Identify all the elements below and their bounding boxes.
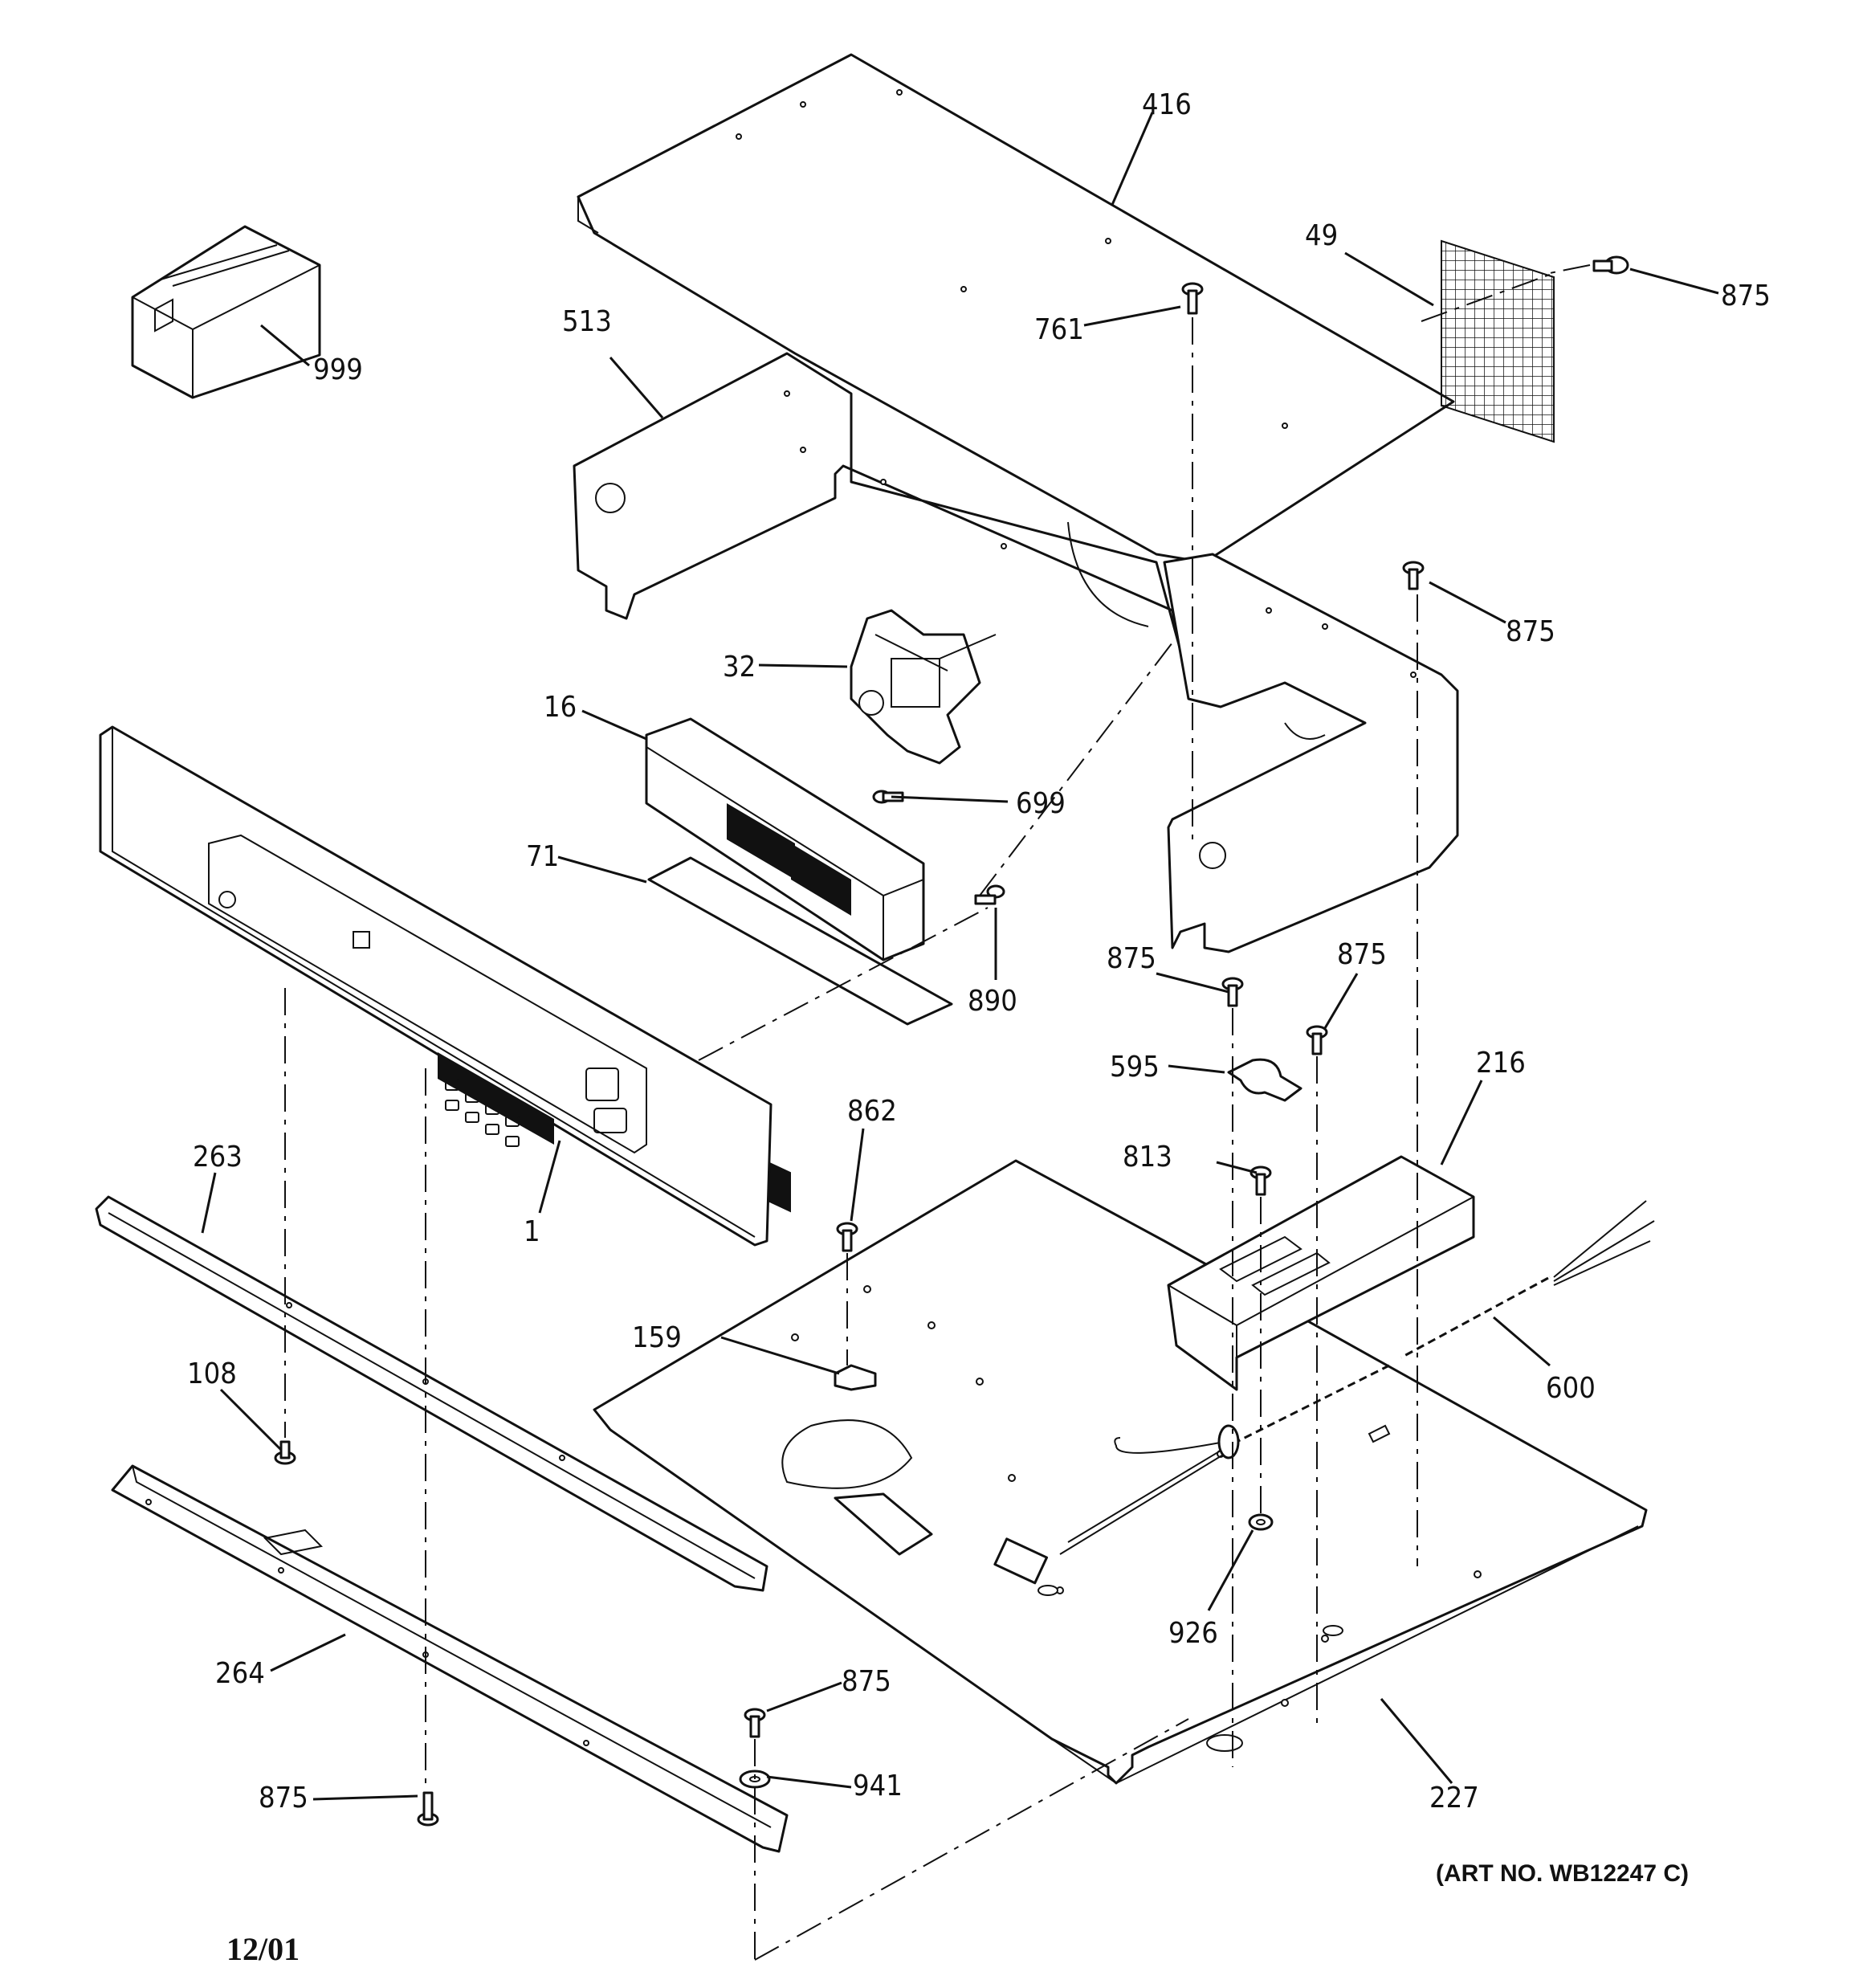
- callout-49: 49: [1305, 219, 1338, 252]
- part-264-lower-trim: [111, 1464, 789, 1853]
- screw-icon: [1402, 561, 1425, 590]
- callout-16: 16: [544, 691, 577, 724]
- callout-875-bottom-left: 875: [259, 1782, 308, 1815]
- callout-875-mid-right: 875: [1337, 938, 1387, 971]
- fasteners: [274, 255, 1629, 1827]
- callout-600: 600: [1546, 1372, 1596, 1405]
- callout-513: 513: [562, 305, 612, 338]
- screw-icon: [1249, 1165, 1272, 1196]
- callout-labels: 416 49 875 761 513 999 875 32 16 699 71 …: [187, 88, 1771, 1967]
- keypad-buttons: [445, 1067, 627, 1147]
- screw-icon: [417, 1791, 439, 1827]
- callout-862: 862: [847, 1095, 897, 1128]
- screw-icon: [1221, 977, 1244, 1007]
- callout-264: 264: [215, 1657, 265, 1690]
- part-216-cover: [1167, 1155, 1475, 1391]
- part-right-side-panel: [1163, 553, 1459, 953]
- callout-875-mid-left: 875: [1107, 942, 1156, 975]
- screw-icon: [836, 1222, 858, 1252]
- callout-32: 32: [723, 651, 756, 684]
- callout-875-bottom-mid: 875: [842, 1665, 891, 1698]
- callout-699: 699: [1016, 787, 1066, 820]
- part-999-carton: [131, 225, 321, 399]
- callout-813: 813: [1123, 1141, 1172, 1174]
- callout-1: 1: [524, 1215, 540, 1248]
- callout-108: 108: [187, 1357, 237, 1390]
- washer-icon: [1248, 1513, 1274, 1531]
- screw-icon: [872, 790, 904, 804]
- part-227-bottom-panel: [593, 1159, 1648, 1785]
- part-595-clamp: [1227, 1058, 1302, 1102]
- screw-icon: [274, 1440, 296, 1465]
- callout-941: 941: [853, 1770, 903, 1802]
- callout-416: 416: [1142, 88, 1192, 121]
- screw-icon: [974, 884, 1005, 905]
- part-49-mesh-screen: [1441, 239, 1555, 443]
- screw-icon: [1592, 255, 1629, 275]
- callout-159: 159: [632, 1321, 682, 1354]
- screw-icon: [1306, 1025, 1328, 1055]
- callout-875-top: 875: [1721, 280, 1771, 312]
- art-number: (ART NO. WB12247 C): [1436, 1860, 1689, 1887]
- callout-227: 227: [1429, 1782, 1479, 1815]
- callout-263: 263: [193, 1141, 243, 1174]
- part-1-control-panel: [99, 725, 773, 1247]
- part-159-sensor: [781, 1364, 933, 1556]
- part-263-trim: [95, 1195, 768, 1592]
- alignment-lines: [284, 264, 1591, 1961]
- callout-999: 999: [313, 353, 363, 386]
- screw-icon: [1181, 282, 1204, 315]
- part-513-side-panel: [573, 352, 1182, 652]
- leader-lines: [201, 112, 1719, 1801]
- screw-icon: [744, 1708, 766, 1738]
- part-416-top-panel: [577, 53, 1455, 564]
- callout-761: 761: [1034, 313, 1084, 346]
- callout-595: 595: [1110, 1051, 1160, 1084]
- part-71-shield: [647, 856, 953, 1026]
- callout-890: 890: [968, 985, 1017, 1018]
- callout-926: 926: [1168, 1617, 1218, 1650]
- part-600-harness: [993, 1200, 1655, 1585]
- callout-875-right: 875: [1506, 615, 1555, 648]
- date-code: 12/01: [226, 1931, 300, 1967]
- callout-71: 71: [526, 840, 559, 873]
- callout-216: 216: [1476, 1047, 1526, 1080]
- part-32-motor: [850, 609, 997, 765]
